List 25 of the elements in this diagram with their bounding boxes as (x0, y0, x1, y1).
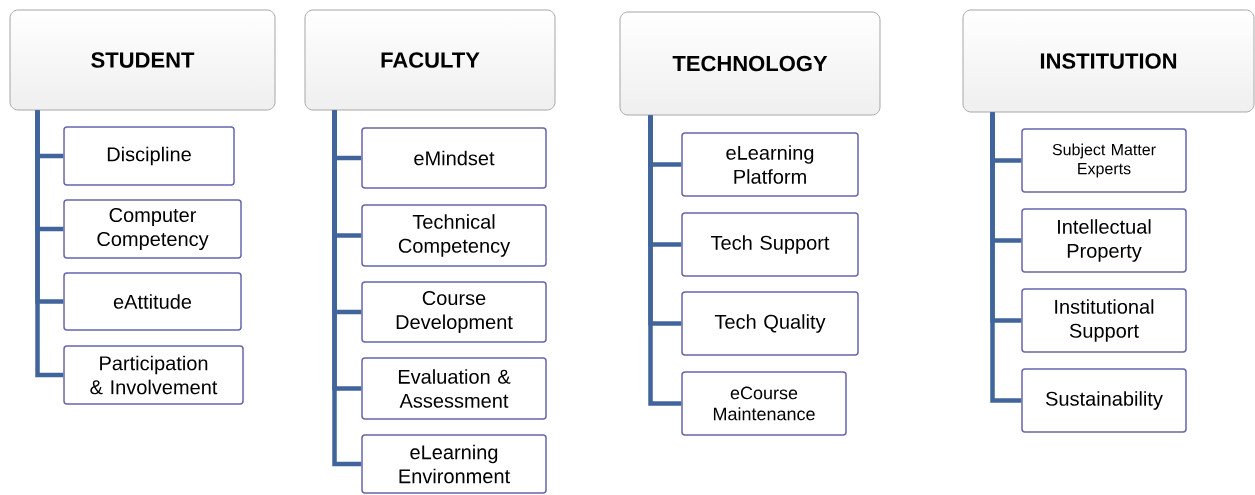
item-box: Tech Quality (681, 291, 859, 356)
item-box: Course Development (361, 281, 547, 343)
item-box: Computer Competency (63, 199, 242, 259)
item-box: Participation & Involvement (63, 345, 244, 405)
item-box: eCourse Maintenance (681, 371, 847, 436)
item-box: Evaluation & Assessment (361, 357, 547, 420)
item-box: Discipline (63, 126, 235, 186)
item-box: Tech Support (681, 212, 859, 277)
connector-line (332, 110, 362, 467)
item-box: Institutional Support (1021, 288, 1187, 353)
category-box: TECHNOLOGY (619, 11, 881, 116)
item-box: Sustainability (1021, 368, 1187, 433)
connector-line (648, 115, 682, 406)
item-box: eMindset (361, 127, 547, 189)
item-box: Subject Matter Experts (1021, 128, 1187, 193)
item-box: eLearning Environment (361, 434, 547, 494)
item-box: Intellectual Property (1021, 208, 1187, 273)
category-box: FACULTY (304, 9, 556, 111)
category-box: INSTITUTION (962, 9, 1255, 113)
connector-line (35, 110, 64, 378)
connector-line (990, 112, 1022, 403)
item-box: eLearning Platform (681, 132, 859, 197)
item-box: eAttitude (63, 272, 242, 331)
item-box: Technical Competency (361, 204, 547, 267)
category-box: STUDENT (9, 9, 276, 111)
